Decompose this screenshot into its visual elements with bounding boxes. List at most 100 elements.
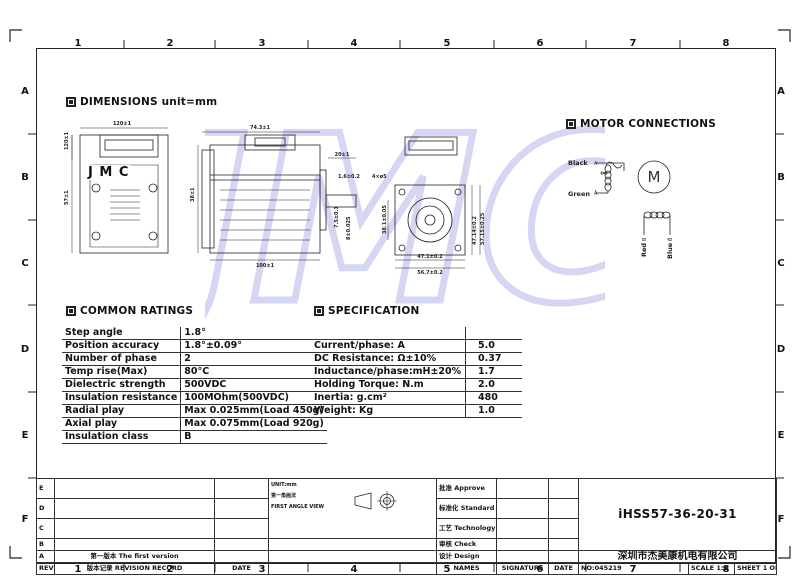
date2-header: DATE [548, 562, 579, 575]
wire-black-label: Black [568, 159, 588, 167]
rev-letter: E [36, 478, 55, 499]
wire-blue-label: Blue [666, 242, 674, 259]
company-name: 深圳市杰美康机电有限公司 [577, 550, 778, 563]
row-key: DC Resistance: Ω±10% [311, 352, 466, 366]
row-value: 1.0 [465, 404, 522, 418]
role-design: 设计 Design [436, 550, 497, 563]
role-technology: 工艺 Technology [436, 518, 497, 539]
row-value: 1.7 [465, 365, 522, 379]
revision-record-header: 版本记录 REVISION RECORD [54, 562, 215, 575]
phase-b-bar-label: B̄ [667, 237, 674, 241]
row-value: 1.8°±0.09° [180, 339, 327, 353]
svg-text:57.15±0.25: 57.15±0.25 [480, 212, 486, 245]
column-number: 8 [722, 38, 730, 49]
rev-letter: D [36, 498, 55, 519]
rev-description [54, 538, 215, 551]
column-number: 1 [74, 38, 82, 49]
row-value: 500VDC [180, 378, 327, 392]
row-key: Number of phase [62, 352, 182, 366]
svg-text:47.1±0.2: 47.1±0.2 [417, 254, 443, 260]
rev-description [54, 498, 215, 519]
row-letter: E [21, 430, 29, 441]
motor-connections-title-text: MOTOR CONNECTIONS [580, 118, 717, 130]
section-marker-icon [66, 97, 76, 107]
row-letter: A [21, 86, 29, 97]
rev-description [54, 478, 215, 499]
row-key: Step angle [62, 327, 182, 340]
phase-a-label: A [594, 161, 598, 167]
column-number: 4 [350, 38, 358, 49]
table-row: Temp rise(Max)80°C [62, 365, 327, 379]
section-marker-icon [566, 119, 576, 129]
svg-text:100±1: 100±1 [256, 263, 275, 269]
role-check: 审核 Check [436, 538, 497, 551]
row-letter: F [777, 514, 785, 525]
column-number: 5 [443, 38, 451, 49]
rev-letter: B [36, 538, 55, 551]
first-angle-projection-icon [354, 491, 397, 511]
row-letter: C [21, 258, 29, 269]
specification-title: SPECIFICATION [314, 305, 420, 317]
section-marker-icon [314, 306, 324, 316]
row-value: 100MOhm(500VDC) [180, 391, 327, 405]
row-value: 2.0 [465, 378, 522, 392]
row-letter: D [20, 344, 30, 355]
column-number: 2 [166, 38, 174, 49]
rev-letter: A [36, 550, 55, 563]
row-key [311, 327, 466, 340]
row-key: Temp rise(Max) [62, 365, 182, 379]
svg-text:57±1: 57±1 [64, 190, 70, 205]
projection-method-cn: 第一角画法 [271, 493, 297, 499]
drawing-number: NO:045219 [578, 562, 689, 575]
row-key: Insulation resistance [62, 391, 182, 405]
row-letter: D [776, 344, 786, 355]
row-letter: E [777, 430, 785, 441]
row-key: Weight: Kg [311, 404, 466, 418]
rev-description [54, 518, 215, 539]
svg-text:38.1±0.05: 38.1±0.05 [382, 205, 388, 234]
svg-text:47.14±0.2: 47.14±0.2 [472, 216, 478, 245]
row-key: Dielectric strength [62, 378, 182, 392]
row-letter: F [21, 514, 29, 525]
row-key: Holding Torque: N.m [311, 378, 466, 392]
row-key: Position accuracy [62, 339, 182, 353]
motor-wiring-diagram: M Black Green A Ā Red Blue B B̄ [568, 159, 674, 259]
row-value: 1.8° [180, 327, 327, 340]
role-standard: 标准化 Standard [436, 498, 497, 519]
title-block: E UNIT:mm 第一角画法 FIRST ANGLE VIEW 批准 Appr… [36, 478, 778, 575]
column-number: 6 [536, 38, 544, 49]
dimension-drawings: 120±1 120±1 57±1 74.3±1 38±1 20±1 1.6±0.… [64, 121, 486, 276]
row-letter: A [777, 86, 785, 97]
specification-title-text: SPECIFICATION [328, 305, 420, 317]
svg-text:8±0.025: 8±0.025 [346, 216, 352, 240]
row-value: 5.0 [465, 339, 522, 353]
dimensions-title: DIMENSIONS unit=mm [66, 96, 217, 108]
svg-text:1.6±0.2: 1.6±0.2 [338, 174, 360, 180]
motor-symbol: M [648, 168, 661, 186]
row-value: 0.37 [465, 352, 522, 366]
row-value: 480 [465, 391, 522, 405]
row-letter: C [777, 258, 785, 269]
wire-green-label: Green [568, 190, 590, 198]
column-number: 3 [258, 38, 266, 49]
row-value [465, 327, 522, 340]
svg-text:120±1: 120±1 [113, 121, 132, 127]
phase-b-label: B [642, 237, 648, 241]
svg-text:74.3±1: 74.3±1 [250, 125, 271, 131]
section-marker-icon [66, 306, 76, 316]
row-key: Current/phase: A [311, 339, 466, 353]
projection-method: FIRST ANGLE VIEW [271, 504, 325, 510]
role-approve: 批准 Approve [436, 478, 497, 499]
column-number: 7 [629, 38, 637, 49]
row-value: Max 0.025mm(Load 450g) [180, 404, 327, 418]
dimensions-title-text: DIMENSIONS unit=mm [80, 96, 218, 108]
rev-header: REV: [36, 562, 55, 575]
